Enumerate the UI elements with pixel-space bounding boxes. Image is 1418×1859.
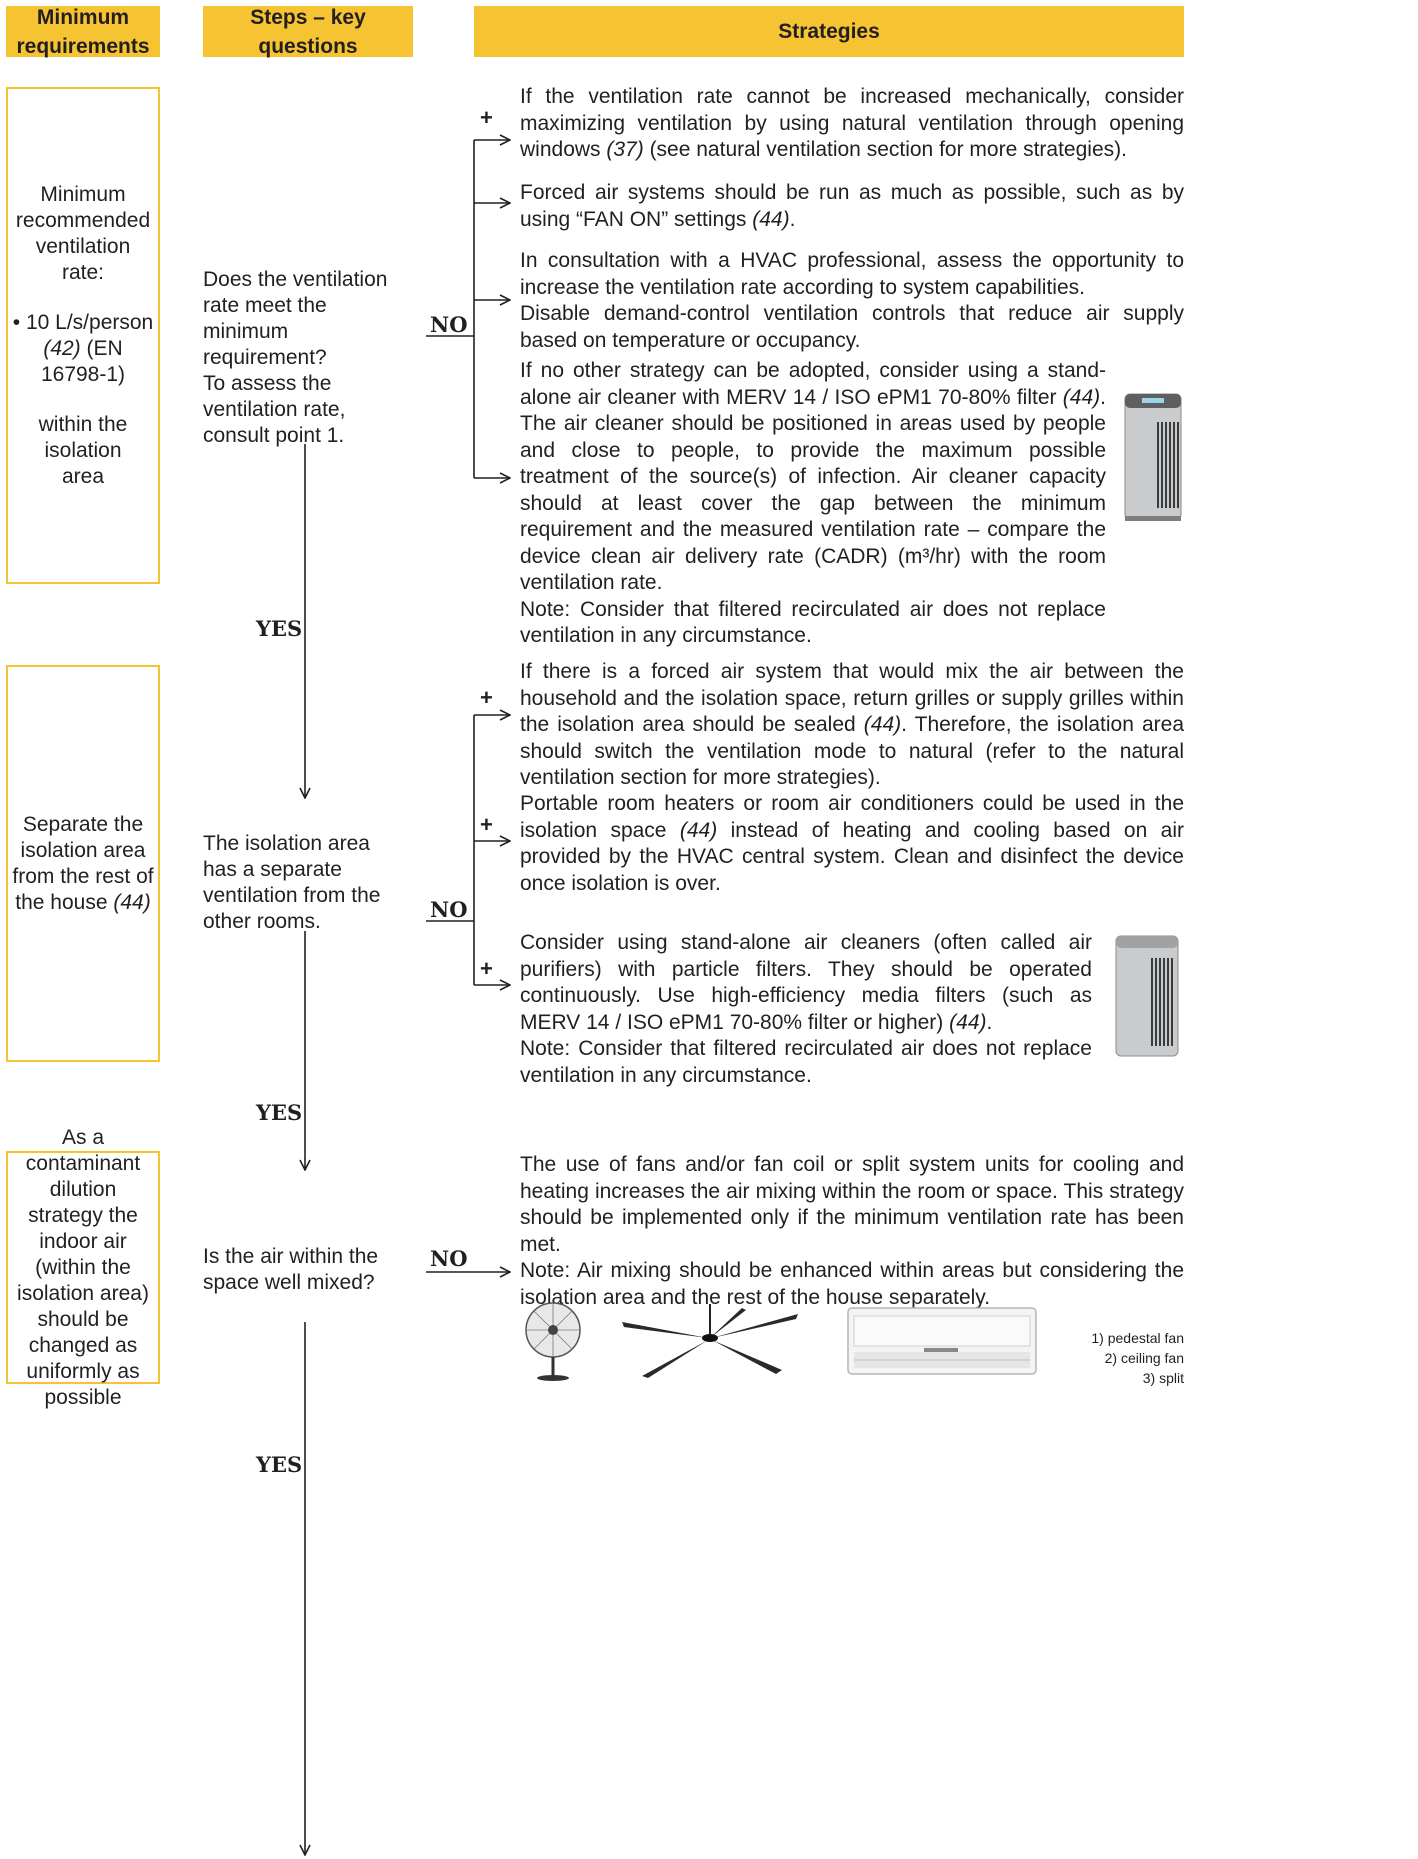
- plus-sign-3: +: [480, 812, 493, 837]
- requirement-box-ventilation-rate: Minimum recommended ventilation rate: • …: [6, 87, 160, 584]
- no-label-2: NO: [430, 897, 468, 922]
- question-separate-ventilation: The isolation area has a separate ventil…: [203, 832, 381, 933]
- header-strategies-text: Strategies: [778, 20, 880, 43]
- header-strategies: Strategies: [474, 6, 1184, 57]
- split-unit-image: [847, 1307, 1037, 1375]
- requirement-rate: • 10 L/s/person (42) (EN 16798-1): [12, 310, 154, 386]
- question-ventilation-rate: Does the ventilation rate meet the minim…: [203, 268, 388, 447]
- ceiling-fan-image: [622, 1304, 798, 1378]
- plus-sign-2: +: [480, 685, 493, 710]
- requirement-separate-text: Separate the isolation area from the res…: [12, 812, 154, 914]
- yes-label-2: YES: [256, 1100, 303, 1125]
- header-minimum-requirements-text: Minimum requirements: [16, 5, 150, 58]
- air-purifier-image-1: [1124, 393, 1182, 521]
- strategy-portable-heaters: Portable room heaters or room air condit…: [520, 792, 1184, 895]
- header-steps-key-questions: Steps – key questions: [203, 6, 413, 58]
- yes-label-1: YES: [256, 616, 303, 641]
- requirement-box-dilution: As a contaminant dilution strategy the i…: [6, 1126, 160, 1409]
- air-purifier-image-2: [1115, 935, 1179, 1057]
- strategy-seal-grilles: If there is a forced air system that wou…: [520, 660, 1184, 789]
- header-steps-text: Steps – key questions: [250, 5, 366, 58]
- no-label-1: NO: [430, 312, 468, 337]
- strategy-fan-on: Forced air systems should be run as much…: [520, 181, 1184, 231]
- requirement-scope: within the isolation area: [38, 412, 128, 488]
- requirement-title: Minimum recommended ventilation rate:: [15, 182, 151, 284]
- strategy-natural-ventilation: If the ventilation rate cannot be increa…: [520, 85, 1184, 161]
- fan-legend-item-1: 1) pedestal fan: [1091, 1330, 1184, 1346]
- strategy-air-cleaner: If no other strategy can be adopted, con…: [520, 359, 1106, 647]
- fan-legend-item-2: 2) ceiling fan: [1104, 1350, 1184, 1366]
- strategy-hvac-professional: In consultation with a HVAC professional…: [520, 249, 1184, 352]
- header-minimum-requirements: Minimum requirements: [6, 6, 160, 58]
- no-label-3: NO: [430, 1246, 468, 1271]
- question-air-mixed: Is the air within the space well mixed?: [203, 1245, 379, 1294]
- yes-label-3: YES: [256, 1452, 303, 1477]
- fan-legend: 1) pedestal fan 2) ceiling fan 3) split: [1040, 1328, 1184, 1388]
- plus-sign-4: +: [480, 956, 493, 981]
- requirement-dilution-text: As a contaminant dilution strategy the i…: [17, 1125, 149, 1409]
- pedestal-fan-image: [525, 1302, 581, 1381]
- strategy-fans-mixing: The use of fans and/or fan coil or split…: [520, 1153, 1184, 1309]
- requirement-box-separate-area: Separate the isolation area from the res…: [6, 665, 160, 1062]
- fan-legend-item-3: 3) split: [1142, 1370, 1184, 1386]
- strategy-air-purifiers: Consider using stand-alone air cleaners …: [520, 931, 1092, 1087]
- plus-sign-1: +: [480, 105, 493, 130]
